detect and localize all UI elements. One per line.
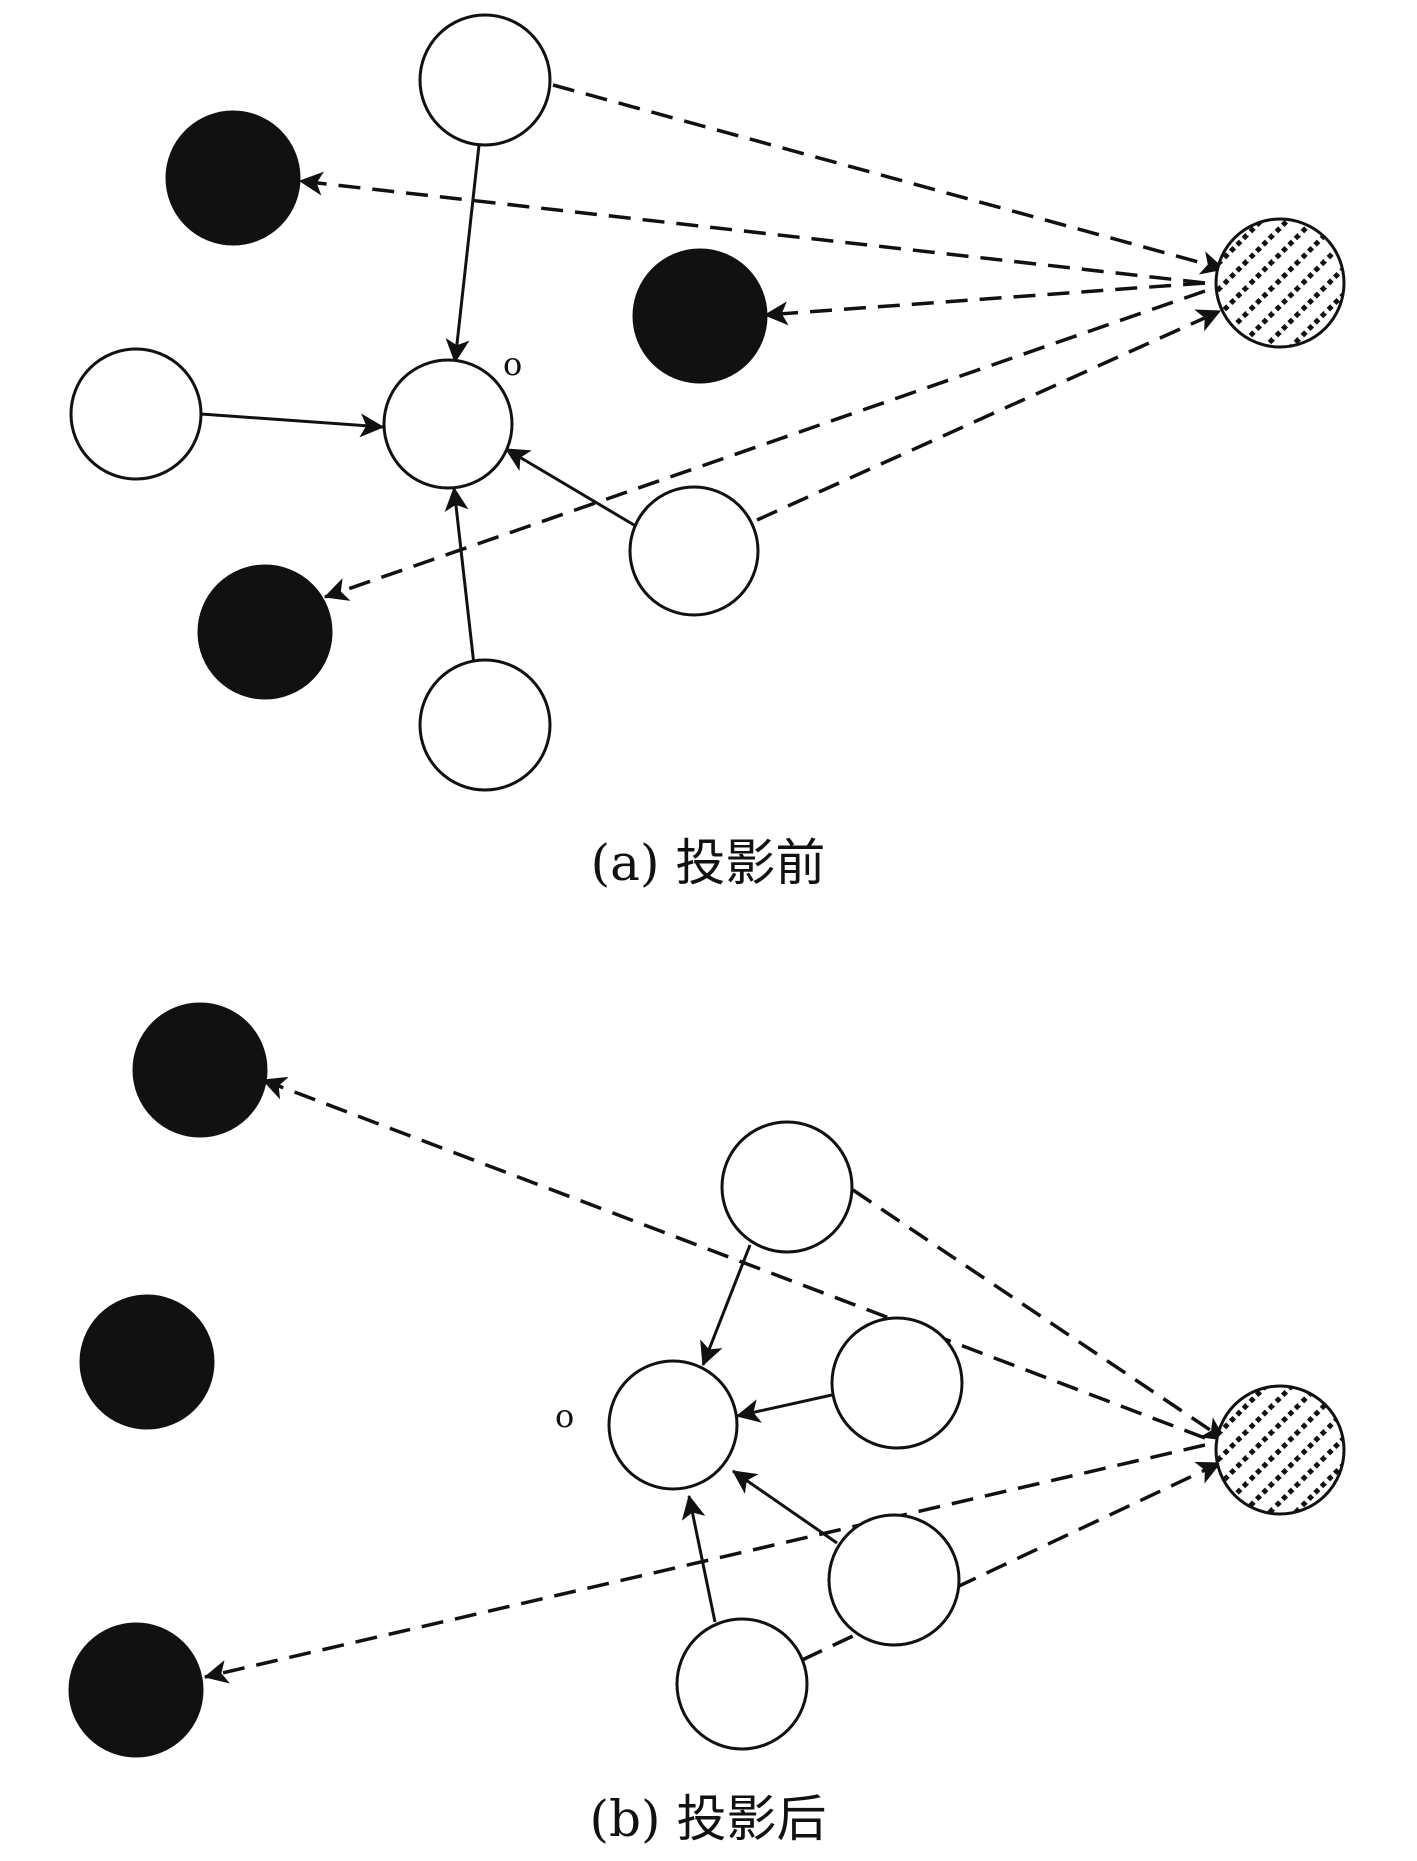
dashed-arrow-hatched-to-black-bottom (323, 289, 1206, 601)
dashed-arrow-top-to-hatched (852, 1188, 1226, 1442)
center-node-label: o (555, 1397, 574, 1435)
solid-node-bottom-left (68, 1622, 204, 1758)
solid-arrow-bottom-to-center (444, 486, 476, 666)
dashed-arrow-right-to-hatched (756, 309, 1222, 522)
open-node-bottom (418, 658, 552, 792)
solid-node-mid (632, 248, 768, 384)
center-node-label: o (503, 345, 522, 383)
solid-arrow-left-to-center (200, 412, 385, 438)
open-node-bottom (675, 1617, 809, 1751)
panel-a-solid-arrows (200, 144, 635, 666)
solid-arrow-right-to-center (735, 1393, 833, 1423)
solid-arrow-bottom-to-center (681, 1494, 717, 1623)
solid-node-mid-left (79, 1294, 215, 1430)
open-node-top (418, 13, 552, 147)
solid-node-top-left (132, 1002, 268, 1138)
open-node-top (720, 1120, 854, 1254)
panel-a: o (a) 投影前 (69, 13, 1346, 892)
open-node-left (69, 347, 203, 481)
panel-b: o (b) 投影后 (68, 1002, 1346, 1848)
dashed-arrow-hatched-to-black-bottom (203, 1443, 1206, 1684)
hatched-node (1214, 217, 1346, 349)
center-node (382, 358, 514, 490)
dashed-arrow-top-to-hatched (552, 83, 1226, 275)
center-node (607, 1359, 739, 1491)
open-node-right (628, 485, 760, 617)
panel-b-nodes (68, 1002, 1346, 1758)
solid-node-top-left (165, 110, 301, 246)
panel-b-caption: (b) 投影后 (590, 1790, 827, 1848)
open-node-lower-right (827, 1513, 961, 1647)
panel-a-caption: (a) 投影前 (591, 834, 826, 892)
solid-arrow-right-to-center (504, 447, 635, 527)
panel-a-nodes (69, 13, 1346, 792)
solid-arrow-lower-right-to-center (732, 1469, 838, 1545)
dashed-arrow-hatched-to-black-top-left (298, 171, 1206, 285)
panel-a-dashed-arrows (298, 83, 1226, 601)
solid-arrow-top-to-center (700, 1244, 752, 1367)
solid-arrow-top-to-center (445, 144, 481, 364)
panel-b-solid-arrows (681, 1244, 838, 1623)
dashed-arrow-hatched-to-black-top (261, 1076, 1206, 1440)
dashed-arrow-hatched-to-black-mid (763, 281, 1206, 326)
open-node-right (830, 1316, 964, 1450)
solid-node-bottom-left (197, 564, 333, 700)
hatched-node (1214, 1384, 1346, 1516)
